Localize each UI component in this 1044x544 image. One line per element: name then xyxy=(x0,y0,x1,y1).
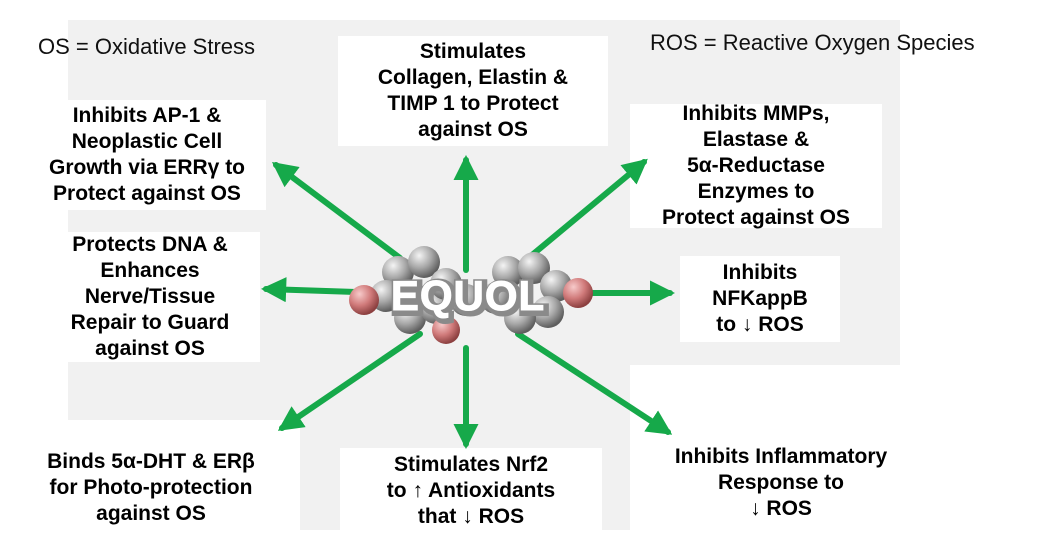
arrow-bottom-left xyxy=(277,331,423,431)
effect-box-bottom-right: Inhibits Inflammatory Response to ↓ ROS xyxy=(650,440,912,526)
effect-box-left: Protects DNA & Enhances Nerve/Tissue Rep… xyxy=(40,232,260,362)
effect-box-top-left: Inhibits AP-1 & Neoplastic Cell Growth v… xyxy=(28,100,266,210)
atom-gray xyxy=(532,296,564,328)
effect-box-bottom: Stimulates Nrf2 to ↑ Antioxidants that ↓… xyxy=(340,448,602,534)
effect-text-bottom-left: Binds 5α-DHT & ERβ for Photo-protection … xyxy=(47,450,255,525)
atom-gray xyxy=(480,282,512,314)
atom-gray xyxy=(492,256,524,288)
atom-oxygen xyxy=(349,285,379,315)
effect-box-bottom-left: Binds 5α-DHT & ERβ for Photo-protection … xyxy=(20,446,282,530)
effect-text-top-right: Inhibits MMPs, Elastase & 5α-Reductase E… xyxy=(662,102,850,229)
molecule-label-shadow: EQUOL xyxy=(393,274,547,321)
atom-gray xyxy=(504,302,536,334)
arrow-top-left xyxy=(271,161,403,261)
arrow-left xyxy=(260,277,359,303)
atom-gray xyxy=(518,252,550,284)
effect-box-top: Stimulates Collagen, Elastin & TIMP 1 to… xyxy=(338,36,608,146)
effect-text-left: Protects DNA & Enhances Nerve/Tissue Rep… xyxy=(70,233,230,360)
arrows xyxy=(260,154,676,450)
effect-text-top: Stimulates Collagen, Elastin & TIMP 1 to… xyxy=(377,40,569,141)
arrow-bottom-right xyxy=(515,331,673,435)
atom-gray xyxy=(382,256,414,288)
effect-text-bottom: Stimulates Nrf2 to ↑ Antioxidants that ↓… xyxy=(386,453,556,528)
arrow-top-right xyxy=(517,158,648,268)
legend-os: OS = Oxidative Stress xyxy=(38,34,256,59)
atom-oxygen xyxy=(563,278,593,308)
legend-ros: ROS = Reactive Oxygen Species xyxy=(650,30,975,55)
effect-box-top-right: Inhibits MMPs, Elastase & 5α-Reductase E… xyxy=(630,102,882,229)
molecule-label: EQUOL xyxy=(391,272,545,319)
effect-text-right: Inhibits NFKappB to ↓ ROS xyxy=(712,261,808,336)
atom-gray xyxy=(408,246,440,278)
effect-text-top-left: Inhibits AP-1 & Neoplastic Cell Growth v… xyxy=(48,104,246,205)
effect-box-right: Inhibits NFKappB to ↓ ROS xyxy=(680,256,840,342)
equol-molecule: EQUOL EQUOL xyxy=(349,246,593,344)
atom-gray xyxy=(450,284,482,316)
atom-gray xyxy=(394,302,426,334)
effect-text-bottom-right: Inhibits Inflammatory Response to ↓ ROS xyxy=(674,445,888,520)
atom-gray xyxy=(420,292,452,324)
atom-oxygen xyxy=(432,316,460,344)
